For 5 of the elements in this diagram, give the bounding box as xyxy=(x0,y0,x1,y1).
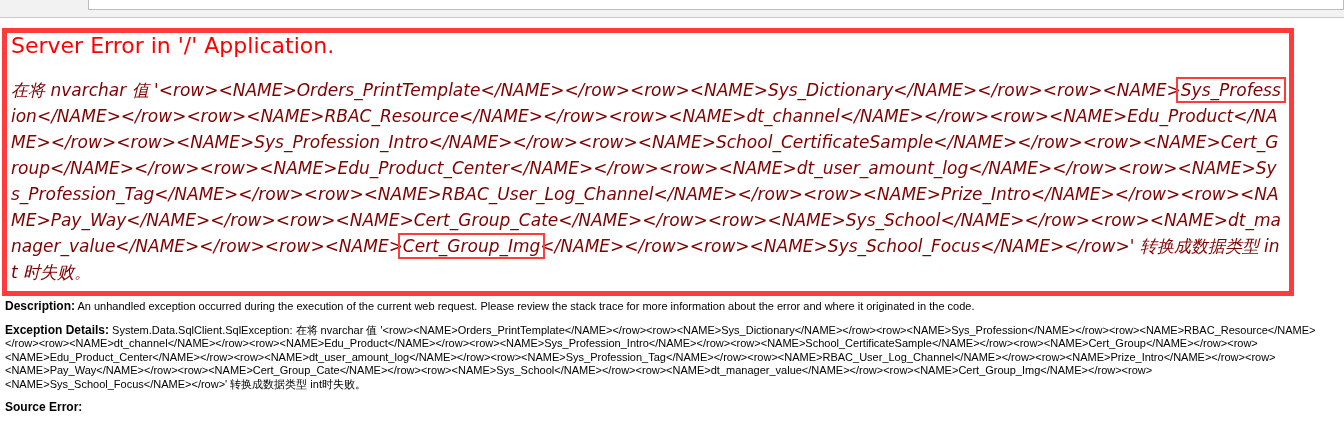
error-heading: Server Error in '/' Application. xyxy=(11,33,335,59)
section-heading: Source Error: xyxy=(5,401,84,415)
highlight-frame xyxy=(2,28,1294,296)
description-text: Description: An unhandled exception occurred during the execution of the current web request. Please review the stack trace for more information about the error and where it originated in the code. xyxy=(5,300,976,314)
exception-details-text: Exception Details: System.Data.SqlClient.SqlException: 在将 nvarchar 值 '<row><NAME>Orders_PrintTemplate</NAME></row><row><NAME>Sys_Dictionary</NAME></row><row><NAME>Sys_Profession</NAME></row><row><NAME>RBAC_Resource</NAME></row><row><NAME>dt_channel</NAME></row><row><NAME>Edu_Product</NAME></row><row><NAME>Sys_Profession_Intro</NAME></row><row><NAME>School_CertificateSample</NAME></row><row><NAME>Cert_Group</NAME></row><row><NAME>Edu_Product_Center</NAME></row><row><NAME>dt_user_amount_log</NAME></row><row><NAME>Sys_Profession_Tag</NAME></row><row><NAME>RBAC_User_Log_Channel</NAME></row><row><NAME>Prize_Intro</NAME></row><row><NAME>Pay_Way</NAME></row><row><NAME>Cert_Group_Cate</NAME></row><row><NAME>Sys_School</NAME></row><row><NAME>dt_manager_value</NAME></row><row><NAME>Cert_Group_Img</NAME></row><row><NAME>Sys_School_Focus</NAME></row>' 转换成数据类型 int时失败。 xyxy=(5,323,1317,391)
